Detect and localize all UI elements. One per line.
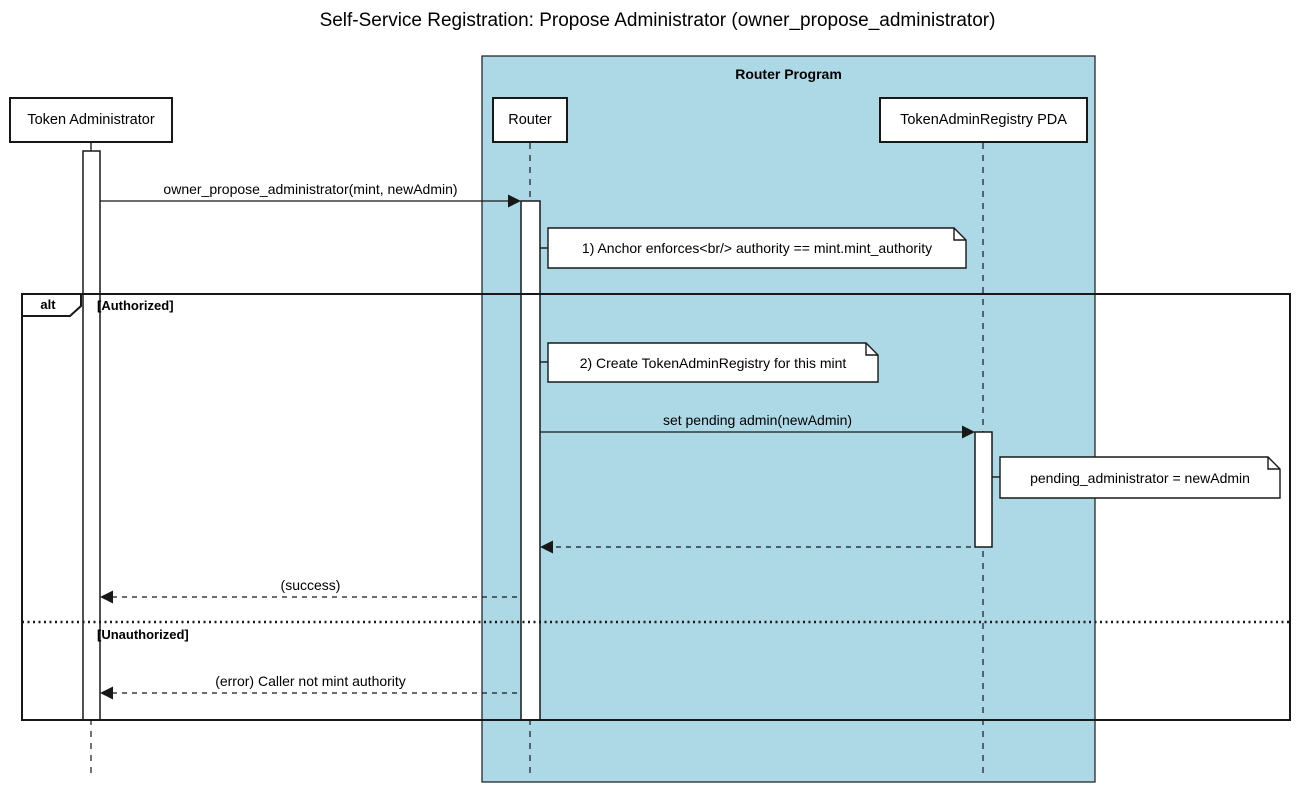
message-label-set-pending-admin: set pending admin(newAdmin)	[662, 412, 853, 428]
arrowhead-success	[100, 590, 113, 604]
participant-label: TokenAdminRegistry PDA	[900, 112, 1067, 128]
message-label-error: (error) Caller not mint authority	[215, 673, 406, 689]
diagram-title: Self-Service Registration: Propose Admin…	[319, 10, 996, 31]
message-label-owner-propose: owner_propose_administrator(mint, newAdm…	[163, 181, 458, 197]
router-program-container	[481, 55, 1096, 783]
alt-frame-border	[21, 293, 1291, 721]
arrowhead-owner-propose	[508, 194, 521, 208]
note-2-text: 2) Create TokenAdminRegistry for this mi…	[579, 354, 847, 371]
participant-label: Router	[508, 112, 552, 128]
alt-operator-pentagon	[21, 293, 82, 317]
arrowhead-pda-return	[540, 540, 553, 554]
router-program-label: Router Program	[735, 66, 842, 82]
activation-router	[520, 200, 541, 721]
participant-label: Token Administrator	[27, 112, 155, 128]
alt-frame	[21, 293, 1291, 721]
participant-token-administrator: Token Administrator	[9, 97, 173, 143]
note-1-fold-icon	[953, 228, 966, 241]
arrowhead-error	[100, 686, 113, 700]
note-2-shape	[547, 342, 879, 383]
guard-unauthorized: [Unauthorized]	[97, 627, 189, 642]
guard-authorized: [Authorized]	[97, 298, 174, 313]
activation-bars	[82, 150, 993, 721]
note-3-text: pending_administrator = newAdmin	[1030, 469, 1250, 486]
arrowheads	[100, 194, 975, 700]
note-1-text: 1) Anchor enforces<br/> authority == min…	[581, 240, 933, 256]
note-2-fold-icon	[865, 343, 878, 356]
participant-router: Router	[492, 97, 568, 143]
note-3-shape	[999, 456, 1281, 499]
message-arrows	[100, 200, 971, 694]
note-1-shape	[547, 227, 967, 269]
alt-operator-label: alt	[40, 297, 56, 312]
arrowhead-set-pending-admin	[962, 425, 975, 439]
notes-layer	[540, 227, 1281, 499]
activation-token-admin-registry-pda	[974, 431, 993, 548]
participant-token-admin-registry-pda: TokenAdminRegistry PDA	[879, 97, 1088, 143]
note-3-fold-icon	[1267, 457, 1280, 470]
message-label-success: (success)	[280, 577, 341, 593]
